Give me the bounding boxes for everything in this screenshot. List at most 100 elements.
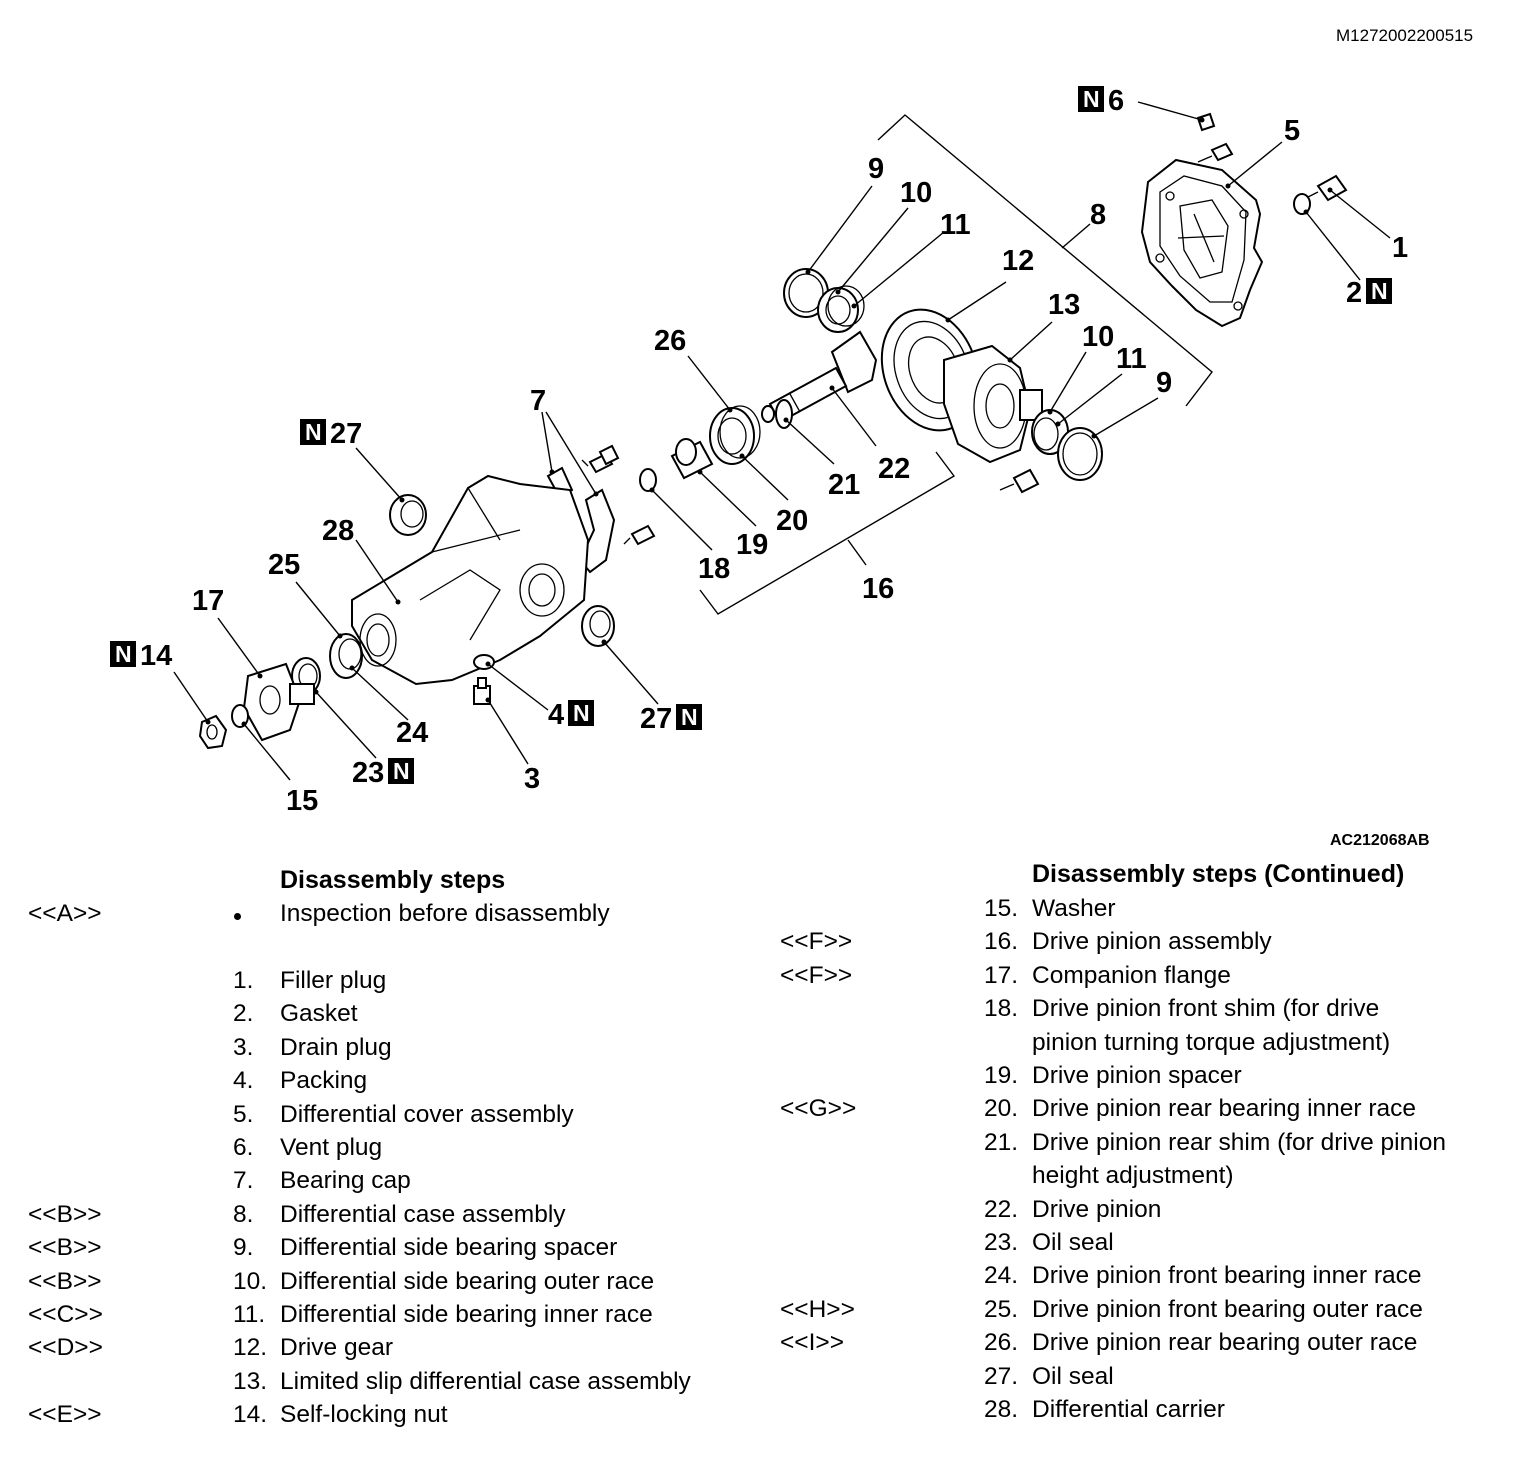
step-text: Differential cover assembly: [280, 1100, 574, 1128]
n-badge-box: [568, 700, 594, 726]
side-bearing-races-upper: [817, 285, 865, 333]
step-row: <<B>>9.Differential side bearing spacer: [0, 1231, 760, 1264]
step-number: 28.: [984, 1396, 1019, 1423]
callout-number: 6: [1108, 85, 1124, 117]
callout-28: 28: [322, 515, 354, 547]
step-text: Drive pinion rear shim (for drive pinion: [1032, 1128, 1446, 1156]
step-number: 19.: [984, 1062, 1019, 1089]
callout-number: 22: [878, 453, 910, 485]
callout-25: 25: [268, 549, 300, 581]
callout-number: 19: [736, 529, 768, 561]
callout-7: 7: [530, 385, 546, 417]
callout-16: 16: [862, 573, 894, 605]
step-number: 7.: [233, 1167, 254, 1195]
step-code: <<B>>: [28, 1234, 102, 1262]
step-text: Oil seal: [1032, 1362, 1114, 1390]
step-row: <<B>>10.Differential side bearing outer …: [0, 1265, 760, 1298]
callout-19: 19: [736, 529, 768, 561]
step-text: Inspection before disassembly: [280, 900, 610, 927]
callout-number: 4: [548, 699, 564, 731]
step-number: 12.: [233, 1334, 268, 1362]
side-bearing-spacer-lower: [1057, 427, 1103, 481]
step-number: 18.: [984, 995, 1019, 1023]
bearing-cap-part: [546, 444, 656, 574]
step-number: 5.: [233, 1100, 254, 1128]
step-row: 3.Drain plug: [0, 1031, 760, 1064]
callout-number: 26: [654, 325, 686, 357]
step-text: Differential carrier: [1032, 1396, 1225, 1423]
callout-number: 11: [940, 209, 971, 241]
callout-number: 20: [776, 505, 808, 537]
callout-12: 12: [1002, 245, 1034, 277]
step-code: <<C>>: [28, 1301, 103, 1328]
callout-number: 14: [140, 640, 172, 672]
exploded-view-diagram: 12N34N56N78910111213101192627N28251714N1…: [110, 85, 1408, 817]
oil-seal-lower-part: [581, 605, 615, 647]
step-row: 23.Oil seal: [760, 1226, 1520, 1259]
step-code: <<E>>: [28, 1401, 102, 1429]
step-row: 7. Bearing cap: [0, 1164, 760, 1197]
step-code: <<F>>: [780, 928, 853, 956]
step-number: 27.: [984, 1362, 1019, 1390]
step-row: <<F>>17.Companion flange: [760, 959, 1520, 992]
callout-number: 2: [1346, 277, 1362, 309]
callout-number: 24: [396, 717, 428, 749]
step-number: 22.: [984, 1195, 1019, 1223]
step-number: 21.: [984, 1128, 1019, 1156]
step-code: <<I>>: [780, 1329, 845, 1357]
step-row: 4.Packing: [0, 1064, 760, 1097]
callout-number: 27: [330, 418, 362, 450]
step-text: Drive pinion front bearing outer race: [1032, 1295, 1423, 1323]
step-row: <<B>>8.Differential case assembly: [0, 1198, 760, 1231]
step-text: Drive pinion: [1032, 1195, 1162, 1223]
step-code: <<B>>: [28, 1200, 102, 1228]
callout-number: 8: [1090, 199, 1106, 231]
step-text: Filler plug: [280, 967, 387, 994]
step-text: Self-locking nut: [280, 1401, 448, 1429]
step-text: Drain plug: [280, 1033, 392, 1061]
step-text: Bearing cap: [280, 1167, 411, 1195]
callout-number: 15: [286, 785, 318, 817]
step-row: <<D>>12.Drive gear: [0, 1331, 760, 1364]
callout-27: 27 N: [300, 418, 362, 450]
steps-heading-left: Disassembly steps: [280, 866, 506, 894]
step-row: 18. Drive pinion front shim (for drive: [760, 992, 1520, 1025]
step-text-continued: height adjustment): [1032, 1162, 1234, 1190]
callout-number: 16: [862, 573, 894, 605]
lsd-case-part: [943, 344, 1043, 464]
differential-carrier-part: [351, 474, 590, 686]
step-row: 1.Filler plug: [0, 964, 760, 997]
step-code: <<H>>: [780, 1295, 855, 1323]
step-text: Washer: [1032, 895, 1116, 922]
step-number: 15.: [984, 895, 1019, 922]
leader-dots: [205, 117, 1333, 727]
callout-11: 11: [940, 209, 971, 241]
step-number: 17.: [984, 961, 1019, 989]
leader-lines: [173, 101, 1391, 781]
step-text: Drive pinion front bearing inner race: [1032, 1262, 1422, 1290]
step-number: 24.: [984, 1262, 1019, 1290]
figure-id: AC212068AB: [1330, 832, 1430, 849]
n-badge-box: [388, 758, 414, 784]
callout-20: 20: [776, 505, 808, 537]
step-number: 23.: [984, 1229, 1019, 1256]
steps-heading-right: Disassembly steps (Continued): [1032, 860, 1405, 888]
step-code: <<F>>: [780, 961, 853, 989]
n-badge-box: [1078, 86, 1104, 112]
callout-number: 27: [640, 703, 672, 735]
differential-cover-part: [1140, 112, 1264, 328]
callout-10: 10: [900, 177, 932, 209]
callout-number: 12: [1002, 245, 1034, 277]
n-badge-text: N: [305, 419, 322, 445]
step-text: Gasket: [280, 1000, 358, 1028]
step-row: 6.Vent plug: [0, 1131, 760, 1164]
step-text: Packing: [280, 1067, 368, 1095]
step-text: Drive pinion front shim (for drive: [1032, 995, 1380, 1023]
n-badge-text: N: [573, 700, 590, 726]
callout-number: 10: [900, 177, 932, 209]
callout-number: 17: [192, 585, 224, 617]
step-row: <<I>>26.Drive pinion rear bearing outer …: [760, 1326, 1520, 1359]
callout-8: 8: [1090, 199, 1106, 231]
